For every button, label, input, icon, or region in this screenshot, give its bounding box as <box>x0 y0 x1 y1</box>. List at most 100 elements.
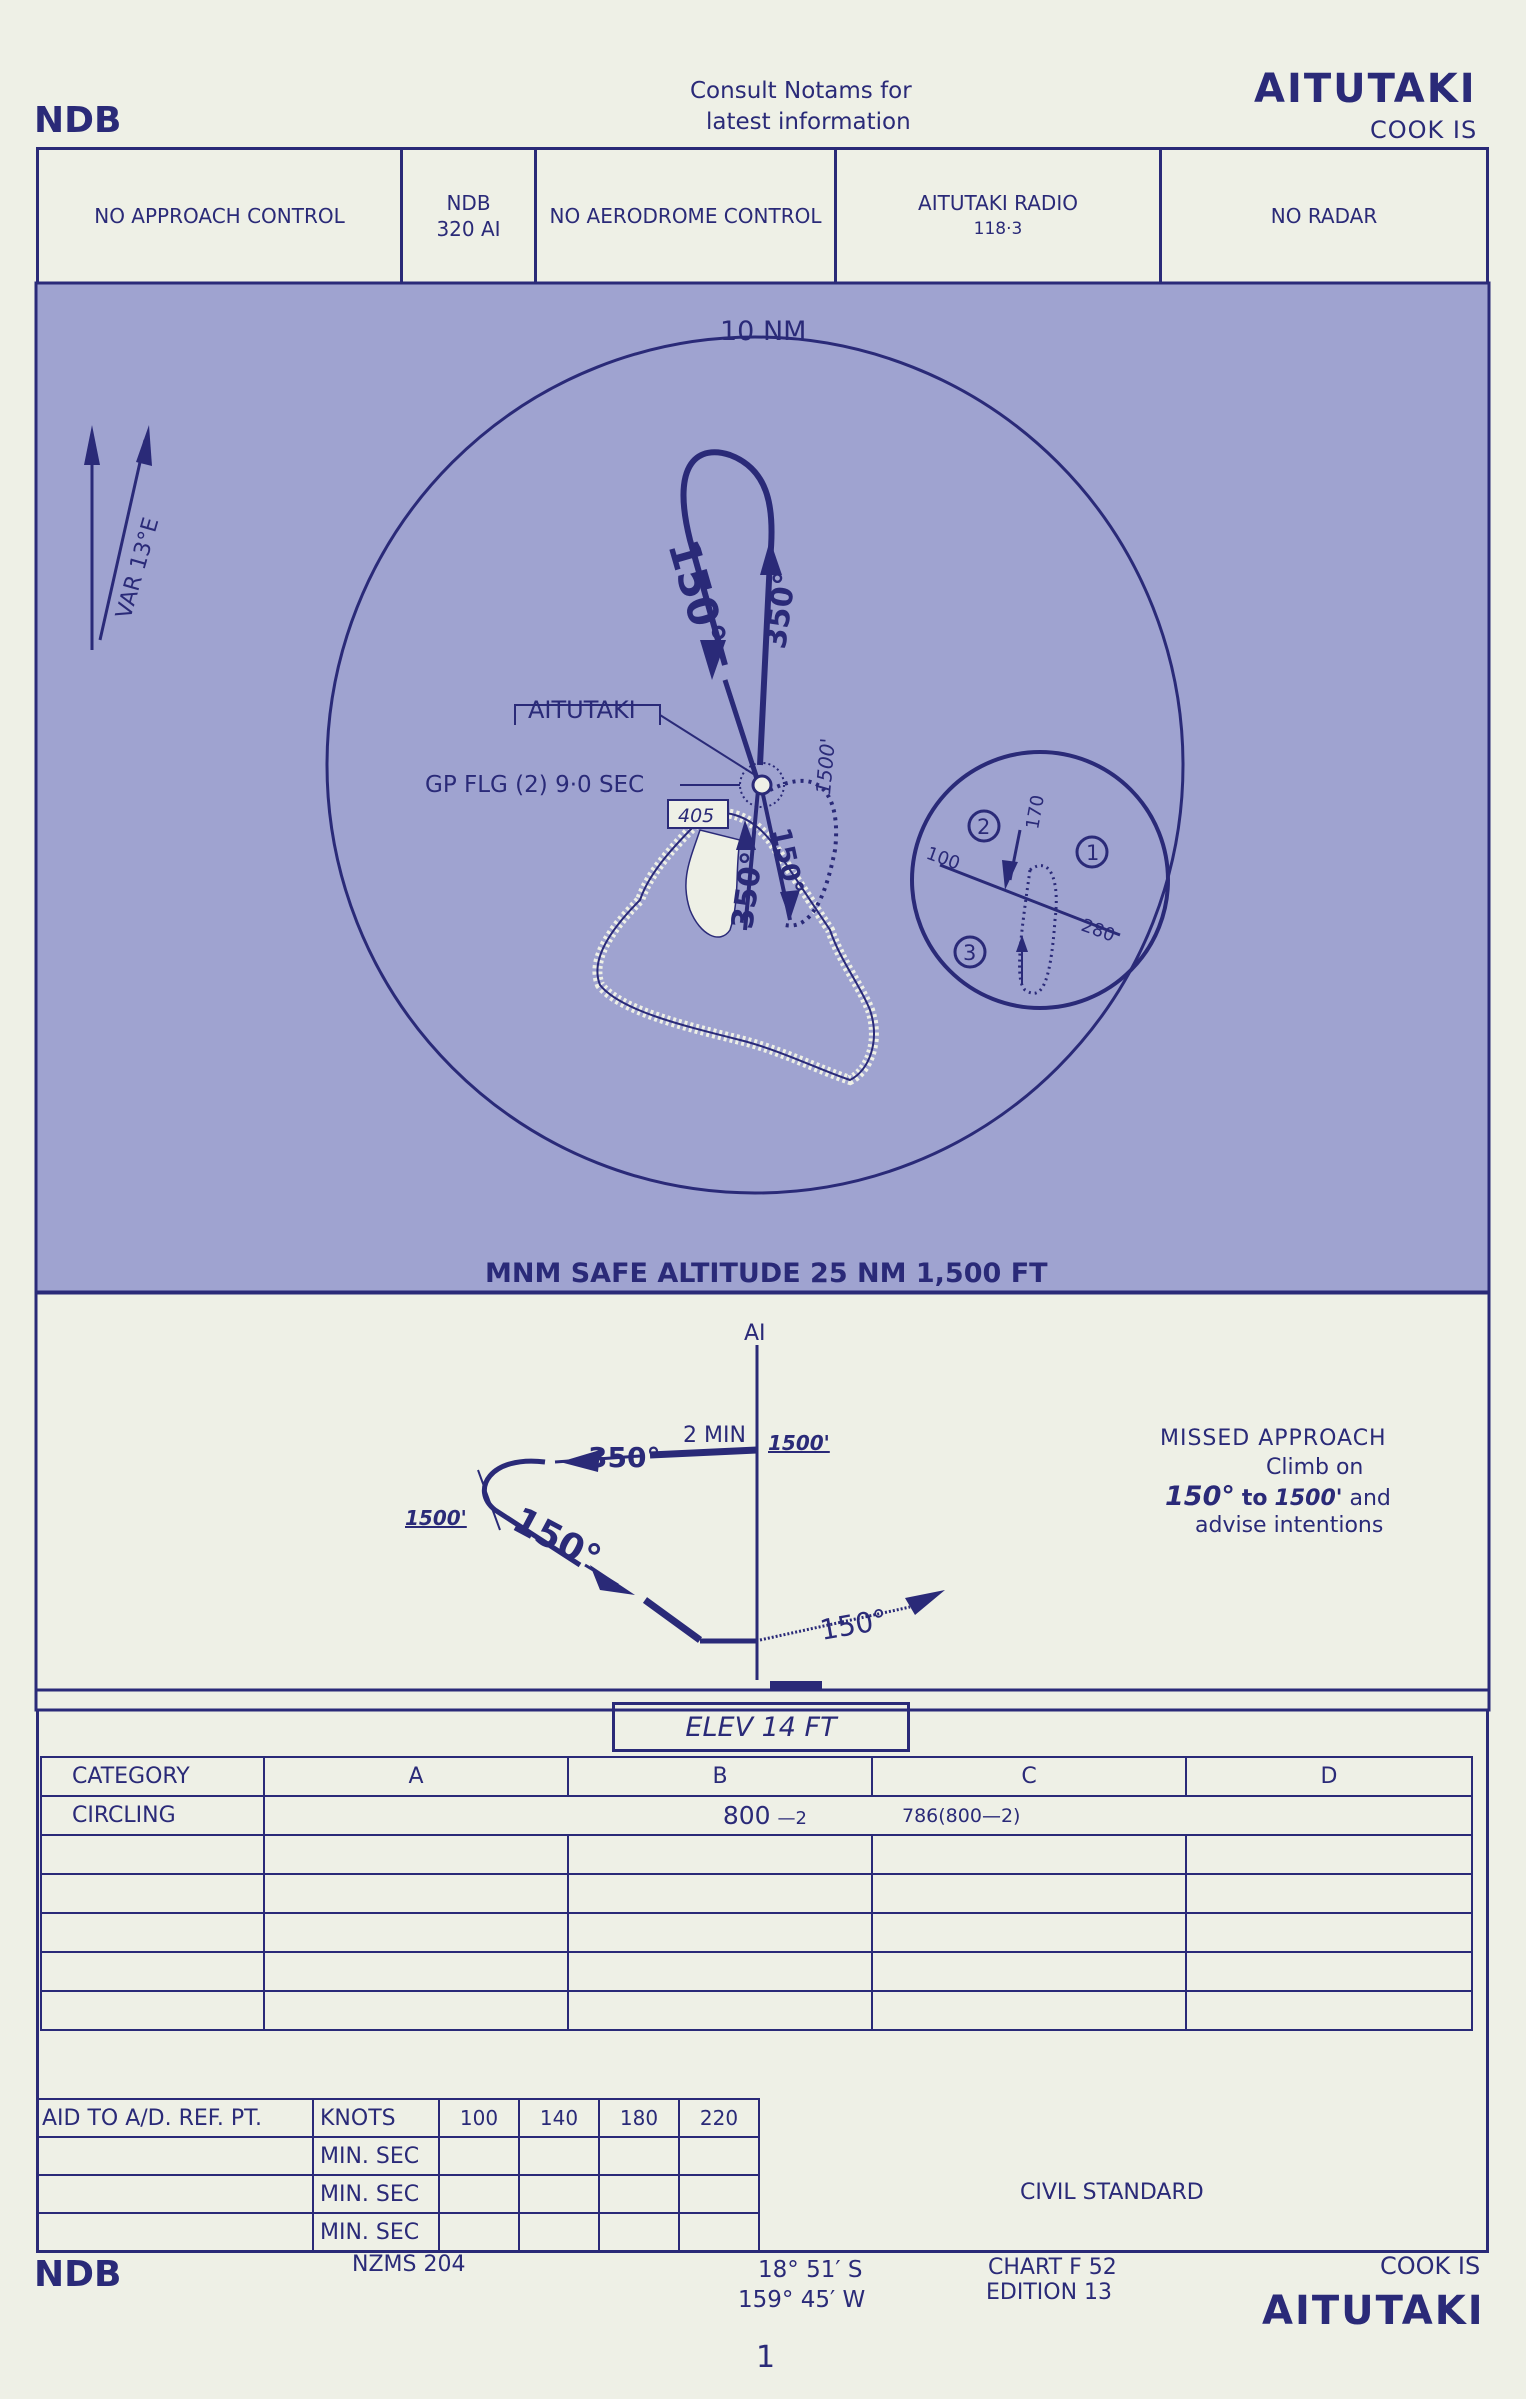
minima-table: CATEGORY A B C D CIRCLING 800 —2 786(800… <box>40 1756 1473 2031</box>
entry-sector-diagram <box>910 750 1170 1010</box>
missed-approach-line-3: advise intentions <box>1195 1513 1384 1538</box>
aerodrome-cell: NO AERODROME CONTROL <box>537 150 837 282</box>
latitude: 18° 51′ S <box>758 2257 863 2283</box>
radio-name: AITUTAKI RADIO <box>918 191 1078 215</box>
minima-row-empty <box>40 1912 1473 1953</box>
ndb-beacon-icon <box>751 774 773 796</box>
aid-row: MIN. SEC <box>36 2174 760 2214</box>
aid-row: MIN. SEC <box>36 2136 760 2176</box>
missed-altitude: 1500' <box>1274 1486 1343 1511</box>
entry-sector-3: 3 <box>963 941 976 965</box>
circling-ab: 800 —2 <box>263 1795 872 1836</box>
radio-cell: AITUTAKI RADIO 118·3 <box>837 150 1162 282</box>
plan-airport-label: AITUTAKI <box>528 696 636 724</box>
minima-header-row: CATEGORY A B C D <box>40 1756 1473 1797</box>
cat-a-header: A <box>263 1756 569 1797</box>
aid-title: AID TO A/D. REF. PT. <box>36 2098 314 2138</box>
cat-c-header: C <box>871 1756 1187 1797</box>
plan-holding-altitude: 1500' <box>811 737 840 795</box>
circling-ab-height: 800 <box>722 1801 771 1830</box>
missed-approach-line-1: Climb on <box>1266 1455 1364 1480</box>
circling-ab-vis: —2 <box>777 1808 807 1829</box>
chart-type-bottom: NDB <box>34 2254 122 2295</box>
min-sec-label: MIN. SEC <box>312 2212 440 2252</box>
minima-row-empty <box>40 1834 1473 1875</box>
minima-frame <box>36 1710 1489 2253</box>
island-lagoon-shore <box>596 811 875 1082</box>
aerodrome-control-text: NO AERODROME CONTROL <box>549 204 822 228</box>
notams-line-1: Consult Notams for <box>690 78 912 104</box>
range-circle <box>325 335 1185 1195</box>
missed-approach-title: MISSED APPROACH <box>1160 1426 1387 1451</box>
radar-cell: NO RADAR <box>1162 150 1486 282</box>
radio-frequency: 118·3 <box>973 219 1023 239</box>
circling-cd: 786(800—2) <box>872 1795 1473 1836</box>
profile-leg-time: 2 MIN <box>683 1423 746 1448</box>
approach-cell: NO APPROACH CONTROL <box>39 150 403 282</box>
speed-140: 140 <box>518 2098 600 2138</box>
profile-panel <box>34 1290 1491 1712</box>
cat-d-header: D <box>1185 1756 1473 1797</box>
cat-b-header: B <box>567 1756 873 1797</box>
profile-inbound-course: 350° <box>588 1441 660 1474</box>
obstacle-elevation: 405 <box>678 805 714 827</box>
obstacle-box <box>667 799 729 829</box>
profile-outbound-course: 150° <box>506 1500 608 1580</box>
runway-threshold <box>770 1681 822 1691</box>
ndb-cell: NDB 320 AI <box>403 150 537 282</box>
aid-table: AID TO A/D. REF. PT. KNOTS 100 140 180 2… <box>36 2098 760 2252</box>
speed-180: 180 <box>598 2098 680 2138</box>
min-sec-label: MIN. SEC <box>312 2136 440 2176</box>
minima-row-empty <box>40 1990 1473 2031</box>
north-arrow <box>84 425 152 650</box>
circling-label: CIRCLING <box>40 1795 265 1836</box>
radar-text: NO RADAR <box>1270 204 1378 228</box>
civil-standard: CIVIL STANDARD <box>1020 2180 1204 2205</box>
entry-sector-2: 2 <box>977 815 990 839</box>
aid-knots: KNOTS <box>312 2098 440 2138</box>
profile-track <box>477 1446 945 1644</box>
airport-title-bottom: AITUTAKI <box>1262 2288 1485 2334</box>
speed-100: 100 <box>438 2098 520 2138</box>
missed-to: to <box>1241 1486 1268 1511</box>
minima-row-empty <box>40 1951 1473 1992</box>
elevation-text: ELEV 14 FT <box>685 1711 837 1743</box>
info-row: NO APPROACH CONTROL NDB 320 AI NO AERODR… <box>36 147 1489 285</box>
ndb-label: NDB <box>446 191 491 215</box>
profile-missed-course: 150° <box>817 1603 889 1647</box>
minima-row-empty <box>40 1873 1473 1914</box>
airport-title-top: AITUTAKI <box>1254 66 1477 112</box>
light-label: GP FLG (2) 9·0 SEC <box>425 772 644 798</box>
approach-control-text: NO APPROACH CONTROL <box>94 204 345 228</box>
page-number: 1 <box>756 2340 776 2375</box>
profile-fix: AI <box>744 1321 766 1346</box>
missed-approach-line-2: 150° to 1500' and <box>1165 1481 1391 1512</box>
chart-number: CHART F 52 <box>988 2255 1117 2280</box>
island-main-land <box>685 829 741 938</box>
longitude: 159° 45′ W <box>738 2287 866 2313</box>
bottom-frame-line <box>36 2250 1489 2253</box>
elevation-box: ELEV 14 FT <box>612 1702 910 1752</box>
chart-type-top: NDB <box>34 100 122 141</box>
profile-altitude-right: 1500' <box>768 1431 830 1455</box>
minimum-safe-altitude: MNM SAFE ALTITUDE 25 NM 1,500 FT <box>485 1258 1048 1289</box>
aid-row: MIN. SEC <box>36 2212 760 2252</box>
aid-header-row: AID TO A/D. REF. PT. KNOTS 100 140 180 2… <box>36 2098 760 2138</box>
map-reference: NZMS 204 <box>352 2252 466 2277</box>
circling-cd-value: 786(800—2) <box>902 1805 1021 1827</box>
edition: EDITION 13 <box>986 2280 1113 2305</box>
procedure-track <box>680 449 839 931</box>
country-top: COOK IS <box>1370 116 1478 144</box>
profile-altitude-left: 1500' <box>405 1506 467 1530</box>
entry-sector-1: 1 <box>1086 841 1099 865</box>
circling-row: CIRCLING 800 —2 786(800—2) <box>40 1795 1473 1836</box>
country-bottom: COOK IS <box>1380 2252 1481 2280</box>
range-label: 10 NM <box>720 316 806 347</box>
notams-line-2: latest information <box>706 109 911 135</box>
min-sec-label: MIN. SEC <box>312 2174 440 2214</box>
category-header: CATEGORY <box>40 1756 265 1797</box>
missed-and: and <box>1349 1486 1391 1511</box>
missed-course: 150° <box>1165 1481 1235 1512</box>
speed-220: 220 <box>678 2098 760 2138</box>
